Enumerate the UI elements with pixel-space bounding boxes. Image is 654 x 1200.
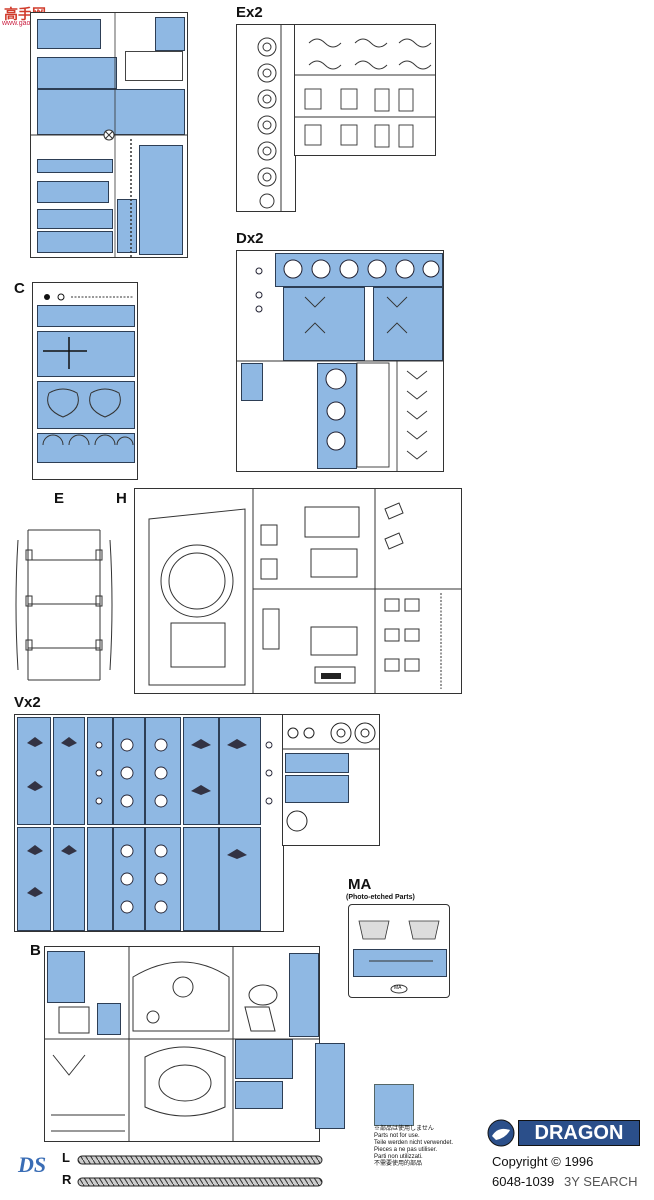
- sprockets: [283, 722, 379, 832]
- legend-line-5: Parti non utilizzati.: [374, 1154, 423, 1160]
- part-block: [17, 827, 51, 931]
- ds-logo: DS: [18, 1152, 47, 1177]
- hull-parts: [148, 489, 461, 693]
- part-block: [37, 305, 135, 327]
- part-block: [285, 753, 349, 773]
- sprue-label-ma: MA: [348, 876, 372, 893]
- sprue-b: [44, 946, 345, 1142]
- search-watermark: 3Y SEARCH: [564, 1174, 638, 1189]
- dragon-logo: DRAGON: [486, 1118, 642, 1148]
- track-rods: [77, 1155, 323, 1187]
- sprue-label-vx2: Vx2: [14, 694, 41, 711]
- unused-parts-swatch: [374, 1084, 414, 1126]
- part-block: [17, 717, 51, 825]
- sprue-vx2-right: [282, 714, 380, 846]
- sprue-c: [32, 282, 138, 480]
- part-block: [97, 1003, 121, 1035]
- part-block: [37, 209, 113, 229]
- sprue-label-c: C: [14, 280, 25, 297]
- part-e-track: [15, 529, 113, 681]
- part-block: [47, 951, 85, 1003]
- part-block: [235, 1039, 293, 1079]
- vx2-wheels: [27, 737, 273, 914]
- sprue-label-ex2: Ex2: [236, 4, 263, 21]
- part-block: [37, 57, 117, 89]
- sprue-label-ma-sub: (Photo-etched Parts): [346, 894, 415, 901]
- legend-line-1: ※部品は使用しません: [374, 1126, 434, 1132]
- part-block: [219, 827, 261, 931]
- part-block: [37, 181, 109, 203]
- sprue-a: [30, 12, 188, 258]
- photo-etch-parts: [358, 920, 440, 994]
- legend-line-3: Teile werden nicht verwendet.: [374, 1140, 454, 1146]
- sprue-ex2: [236, 24, 296, 212]
- part-block: [117, 199, 137, 253]
- part-block: [235, 1081, 283, 1109]
- sprue-h: [134, 488, 462, 694]
- dragon-emblem-icon: [487, 1119, 515, 1147]
- part-block: [289, 953, 319, 1037]
- sprue-label-h: H: [116, 490, 127, 507]
- sprue-dx2: [236, 250, 444, 472]
- road-wheels: [237, 259, 443, 471]
- part-block: [317, 363, 357, 469]
- part-block: [283, 287, 365, 361]
- part-block: [219, 717, 261, 825]
- part-block: [87, 827, 113, 931]
- part-block: [241, 363, 263, 401]
- part-block: [183, 717, 219, 825]
- part-block: [139, 145, 183, 255]
- sprue-vx2: [14, 714, 284, 932]
- dragon-wordmark: DRAGON: [518, 1120, 640, 1146]
- part-block: [285, 775, 349, 803]
- ma-tag: MA: [394, 985, 402, 991]
- part-block: [37, 331, 135, 377]
- wheel-column: [257, 25, 282, 211]
- part-block: [183, 827, 219, 931]
- copyright: Copyright © 1996: [492, 1154, 594, 1169]
- product-code: 6048-1039: [492, 1174, 555, 1189]
- part-block: [37, 159, 113, 173]
- part-block: [53, 827, 85, 931]
- part-block: [37, 89, 185, 135]
- inner-frame: [125, 51, 183, 81]
- track-label-r: R: [62, 1172, 72, 1187]
- part-block: [155, 17, 185, 51]
- turret-parts: [45, 947, 319, 1141]
- sprue-lines: [31, 13, 187, 257]
- part-block: [37, 231, 113, 253]
- part-block: [37, 381, 135, 429]
- sprue-label-e: E: [54, 490, 65, 507]
- legend-line-4: Pieces a ne pas utiliser.: [374, 1147, 438, 1153]
- part-block: [353, 949, 447, 977]
- part-block: [53, 717, 85, 825]
- part-block: [275, 253, 443, 287]
- sprue-c-parts: [42, 293, 134, 446]
- legend-line-2: Parts not for use.: [374, 1133, 420, 1139]
- sprue-label-b: B: [30, 942, 41, 959]
- part-block: [315, 1043, 345, 1129]
- legend-line-6: 不需要使用的部品: [374, 1161, 423, 1167]
- sprue-ex2-right: [294, 24, 436, 156]
- sprue-ma: MA: [348, 904, 450, 998]
- part-block: [373, 287, 443, 361]
- track-label-l: L: [62, 1150, 70, 1165]
- part-block: [37, 19, 101, 49]
- track-parts: [295, 38, 435, 148]
- sprue-label-dx2: Dx2: [236, 230, 264, 247]
